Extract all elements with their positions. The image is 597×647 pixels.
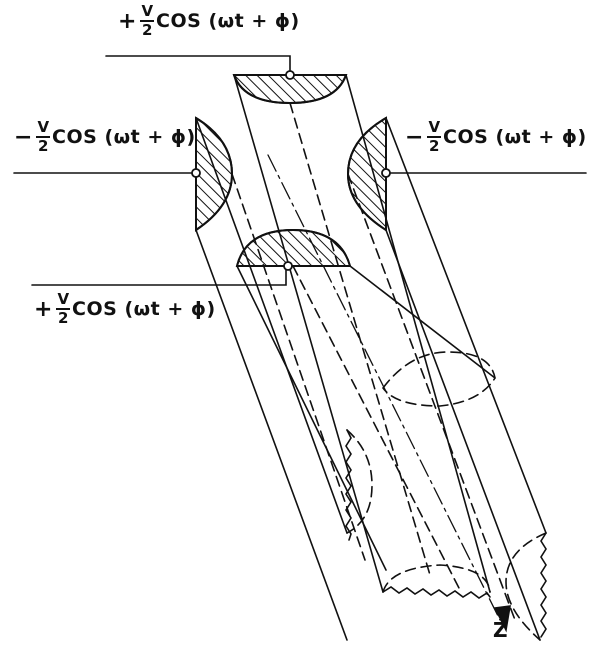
left-rod-far-end <box>346 429 373 534</box>
top-rod-hidden-edge <box>289 102 431 576</box>
leader-top <box>105 55 291 73</box>
label-left-numerator: V <box>36 118 51 138</box>
right-rod-edge-top <box>385 117 547 534</box>
top-rod-break <box>382 586 491 599</box>
label-left-expression: COS (ωt + ϕ) <box>52 126 196 148</box>
lower-rod-edge-left <box>236 265 387 571</box>
contact-point-left <box>191 168 201 178</box>
right-rod-edge-bottom <box>385 229 541 641</box>
lower-rod <box>235 228 496 591</box>
left-rod-edge-top <box>195 117 348 534</box>
label-right-expression: COS (ωt + ϕ) <box>443 126 587 148</box>
lower-rod-face-outline <box>236 228 351 267</box>
lower-rod-edge-right <box>349 265 496 379</box>
z-axis-label: Z <box>493 618 508 642</box>
lower-rod-far-end <box>382 351 496 407</box>
label-right-numerator: V <box>427 118 442 138</box>
contact-point-top <box>285 70 295 80</box>
label-right-sign: − <box>405 124 424 150</box>
z-axis-arrowhead <box>493 605 511 633</box>
label-lower-sign: + <box>34 296 53 322</box>
label-lower-expression: COS (ωt + ϕ) <box>72 298 216 320</box>
top-rod-edge-left <box>233 74 384 593</box>
right-rod-hatched-face <box>346 116 387 232</box>
label-top-denominator: 2 <box>142 21 153 39</box>
label-lower-denominator: 2 <box>58 309 69 327</box>
left-rod-break <box>345 429 352 541</box>
left-rod <box>195 116 373 641</box>
right-rod <box>346 116 547 641</box>
leader-lower <box>31 267 287 286</box>
contact-point-right <box>381 168 391 178</box>
right-rod-far-end <box>505 532 547 641</box>
z-axis-line <box>267 154 501 621</box>
label-top-numerator: V <box>140 2 155 22</box>
label-top-expression: COS (ωt + ϕ) <box>156 10 300 32</box>
right-rod-hidden-edge <box>347 173 516 621</box>
right-rod-break <box>540 532 547 638</box>
label-lower-numerator: V <box>56 290 71 310</box>
label-left-sign: − <box>14 124 33 150</box>
lower-rod-hidden-edge <box>292 265 461 591</box>
label-left-denominator: 2 <box>38 137 49 155</box>
label-top-sign: + <box>118 8 137 34</box>
top-rod <box>232 74 491 599</box>
left-rod-hidden-edge <box>231 173 366 561</box>
top-rod-far-end <box>382 564 491 593</box>
label-right-denominator: 2 <box>429 137 440 155</box>
left-rod-edge-bottom <box>195 229 348 641</box>
contact-point-lower <box>283 261 293 271</box>
